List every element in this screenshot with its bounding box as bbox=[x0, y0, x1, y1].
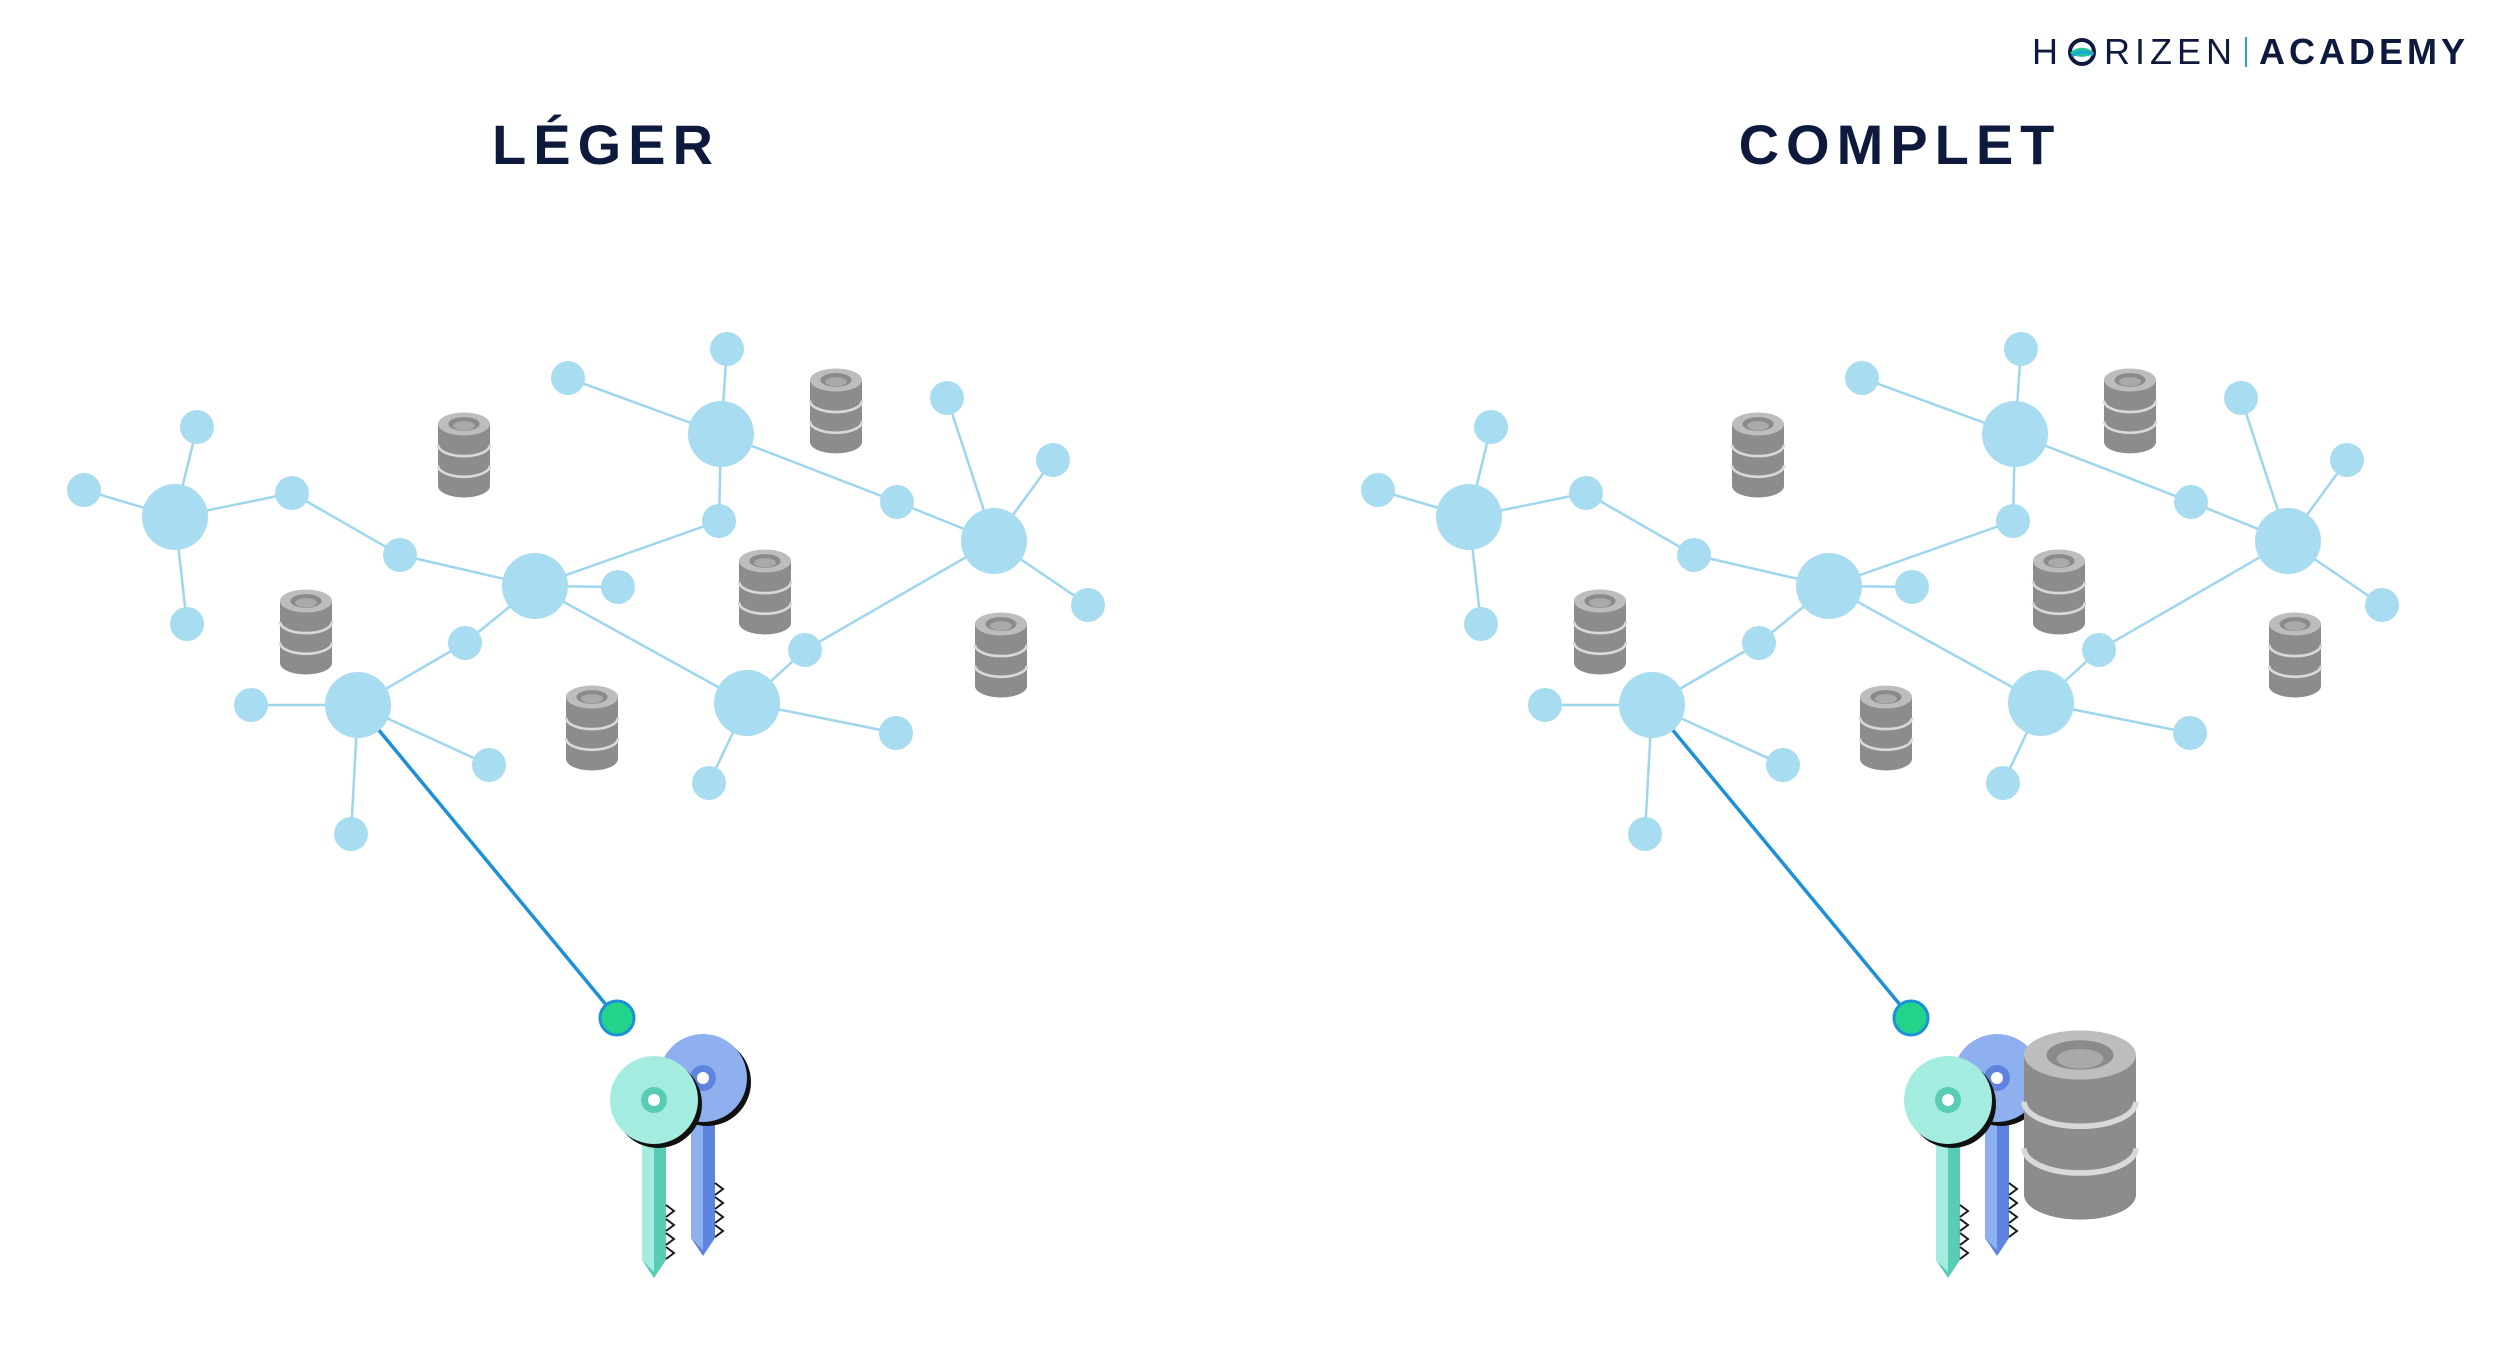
network-edge bbox=[534, 584, 748, 705]
database-icon bbox=[278, 589, 334, 675]
peer-node bbox=[601, 570, 635, 604]
peer-node bbox=[383, 538, 417, 572]
full-network-group bbox=[1361, 332, 2399, 1278]
peer-node bbox=[1742, 626, 1776, 660]
peer-node bbox=[2224, 381, 2258, 415]
network-edge bbox=[804, 539, 995, 652]
peer-node bbox=[334, 817, 368, 851]
peer-node bbox=[2365, 588, 2399, 622]
peer-node bbox=[1845, 361, 1879, 395]
database-icon bbox=[564, 685, 620, 771]
peer-node bbox=[702, 504, 736, 538]
hub-node bbox=[1982, 401, 2048, 467]
peer-node bbox=[1996, 504, 2030, 538]
peer-node bbox=[2004, 332, 2038, 366]
client-node bbox=[1892, 999, 1930, 1037]
light-network-group bbox=[67, 332, 1105, 1278]
database-icon bbox=[436, 412, 492, 498]
peer-node bbox=[448, 626, 482, 660]
network-nodes bbox=[1361, 332, 2399, 851]
database-icon bbox=[2267, 612, 2323, 698]
peer-node bbox=[551, 361, 585, 395]
peer-node bbox=[710, 332, 744, 366]
network-edge bbox=[291, 491, 401, 557]
hub-node bbox=[2008, 670, 2074, 736]
peer-node bbox=[170, 607, 204, 641]
peer-node bbox=[180, 410, 214, 444]
local-database-icon bbox=[2021, 1030, 2139, 1220]
peer-node bbox=[1464, 607, 1498, 641]
hub-node bbox=[142, 484, 208, 550]
database-icon bbox=[1730, 412, 1786, 498]
peer-node bbox=[1766, 748, 1800, 782]
brand-academy: ACADEMY bbox=[2258, 31, 2469, 72]
peer-node bbox=[2330, 443, 2364, 477]
client-connection-line bbox=[356, 703, 619, 1020]
peer-node bbox=[1986, 766, 2020, 800]
network-light bbox=[67, 332, 1105, 1278]
hub-node bbox=[325, 672, 391, 738]
database-icon bbox=[973, 612, 1029, 698]
peer-node bbox=[1628, 817, 1662, 851]
brand-rest: RIZEN bbox=[2103, 31, 2237, 72]
peer-node bbox=[1528, 688, 1562, 722]
peer-node bbox=[930, 381, 964, 415]
brand-o-icon bbox=[2067, 38, 2096, 66]
brand-letter-h: H bbox=[2031, 31, 2063, 72]
peer-node bbox=[1895, 570, 1929, 604]
peer-node bbox=[788, 633, 822, 667]
front-key-icon bbox=[610, 1056, 702, 1278]
network-edge bbox=[1828, 584, 2042, 705]
peer-node bbox=[2173, 716, 2207, 750]
front-key-icon bbox=[1904, 1056, 1996, 1278]
panel-title-full: COMPLET bbox=[1738, 113, 2062, 176]
peer-node bbox=[67, 473, 101, 507]
peer-node bbox=[1036, 443, 1070, 477]
database-icon bbox=[2102, 368, 2158, 454]
brand-separator bbox=[2244, 37, 2247, 67]
peer-node bbox=[1474, 410, 1508, 444]
peer-node bbox=[2174, 485, 2208, 519]
hub-node bbox=[2255, 508, 2321, 574]
peer-node bbox=[275, 476, 309, 510]
client-connection-line bbox=[1650, 703, 1913, 1020]
peer-node bbox=[1361, 473, 1395, 507]
network-nodes bbox=[67, 332, 1105, 851]
peer-node bbox=[1071, 588, 1105, 622]
hub-node bbox=[502, 553, 568, 619]
peer-node bbox=[692, 766, 726, 800]
database-icon bbox=[2031, 549, 2087, 635]
peer-node bbox=[879, 716, 913, 750]
peer-node bbox=[234, 688, 268, 722]
hub-node bbox=[1796, 553, 1862, 619]
client-node bbox=[598, 999, 636, 1037]
network-edge bbox=[1585, 491, 1695, 557]
panel-title-light: LÉGER bbox=[492, 113, 720, 176]
peer-node bbox=[1677, 538, 1711, 572]
hub-node bbox=[688, 401, 754, 467]
hub-node bbox=[1619, 672, 1685, 738]
network-edge bbox=[2098, 539, 2289, 652]
hub-node bbox=[961, 508, 1027, 574]
brand-wordmark: H RIZEN bbox=[2032, 31, 2237, 73]
peer-node bbox=[1569, 476, 1603, 510]
database-icon bbox=[1572, 589, 1628, 675]
hub-node bbox=[1436, 484, 1502, 550]
hub-node bbox=[714, 670, 780, 736]
database-icon bbox=[1858, 685, 1914, 771]
peer-node bbox=[880, 485, 914, 519]
brand-logo: H RIZEN ACADEMY bbox=[2032, 30, 2469, 74]
database-icon bbox=[808, 368, 864, 454]
database-icon bbox=[737, 549, 793, 635]
peer-node bbox=[2082, 633, 2116, 667]
peer-node bbox=[472, 748, 506, 782]
